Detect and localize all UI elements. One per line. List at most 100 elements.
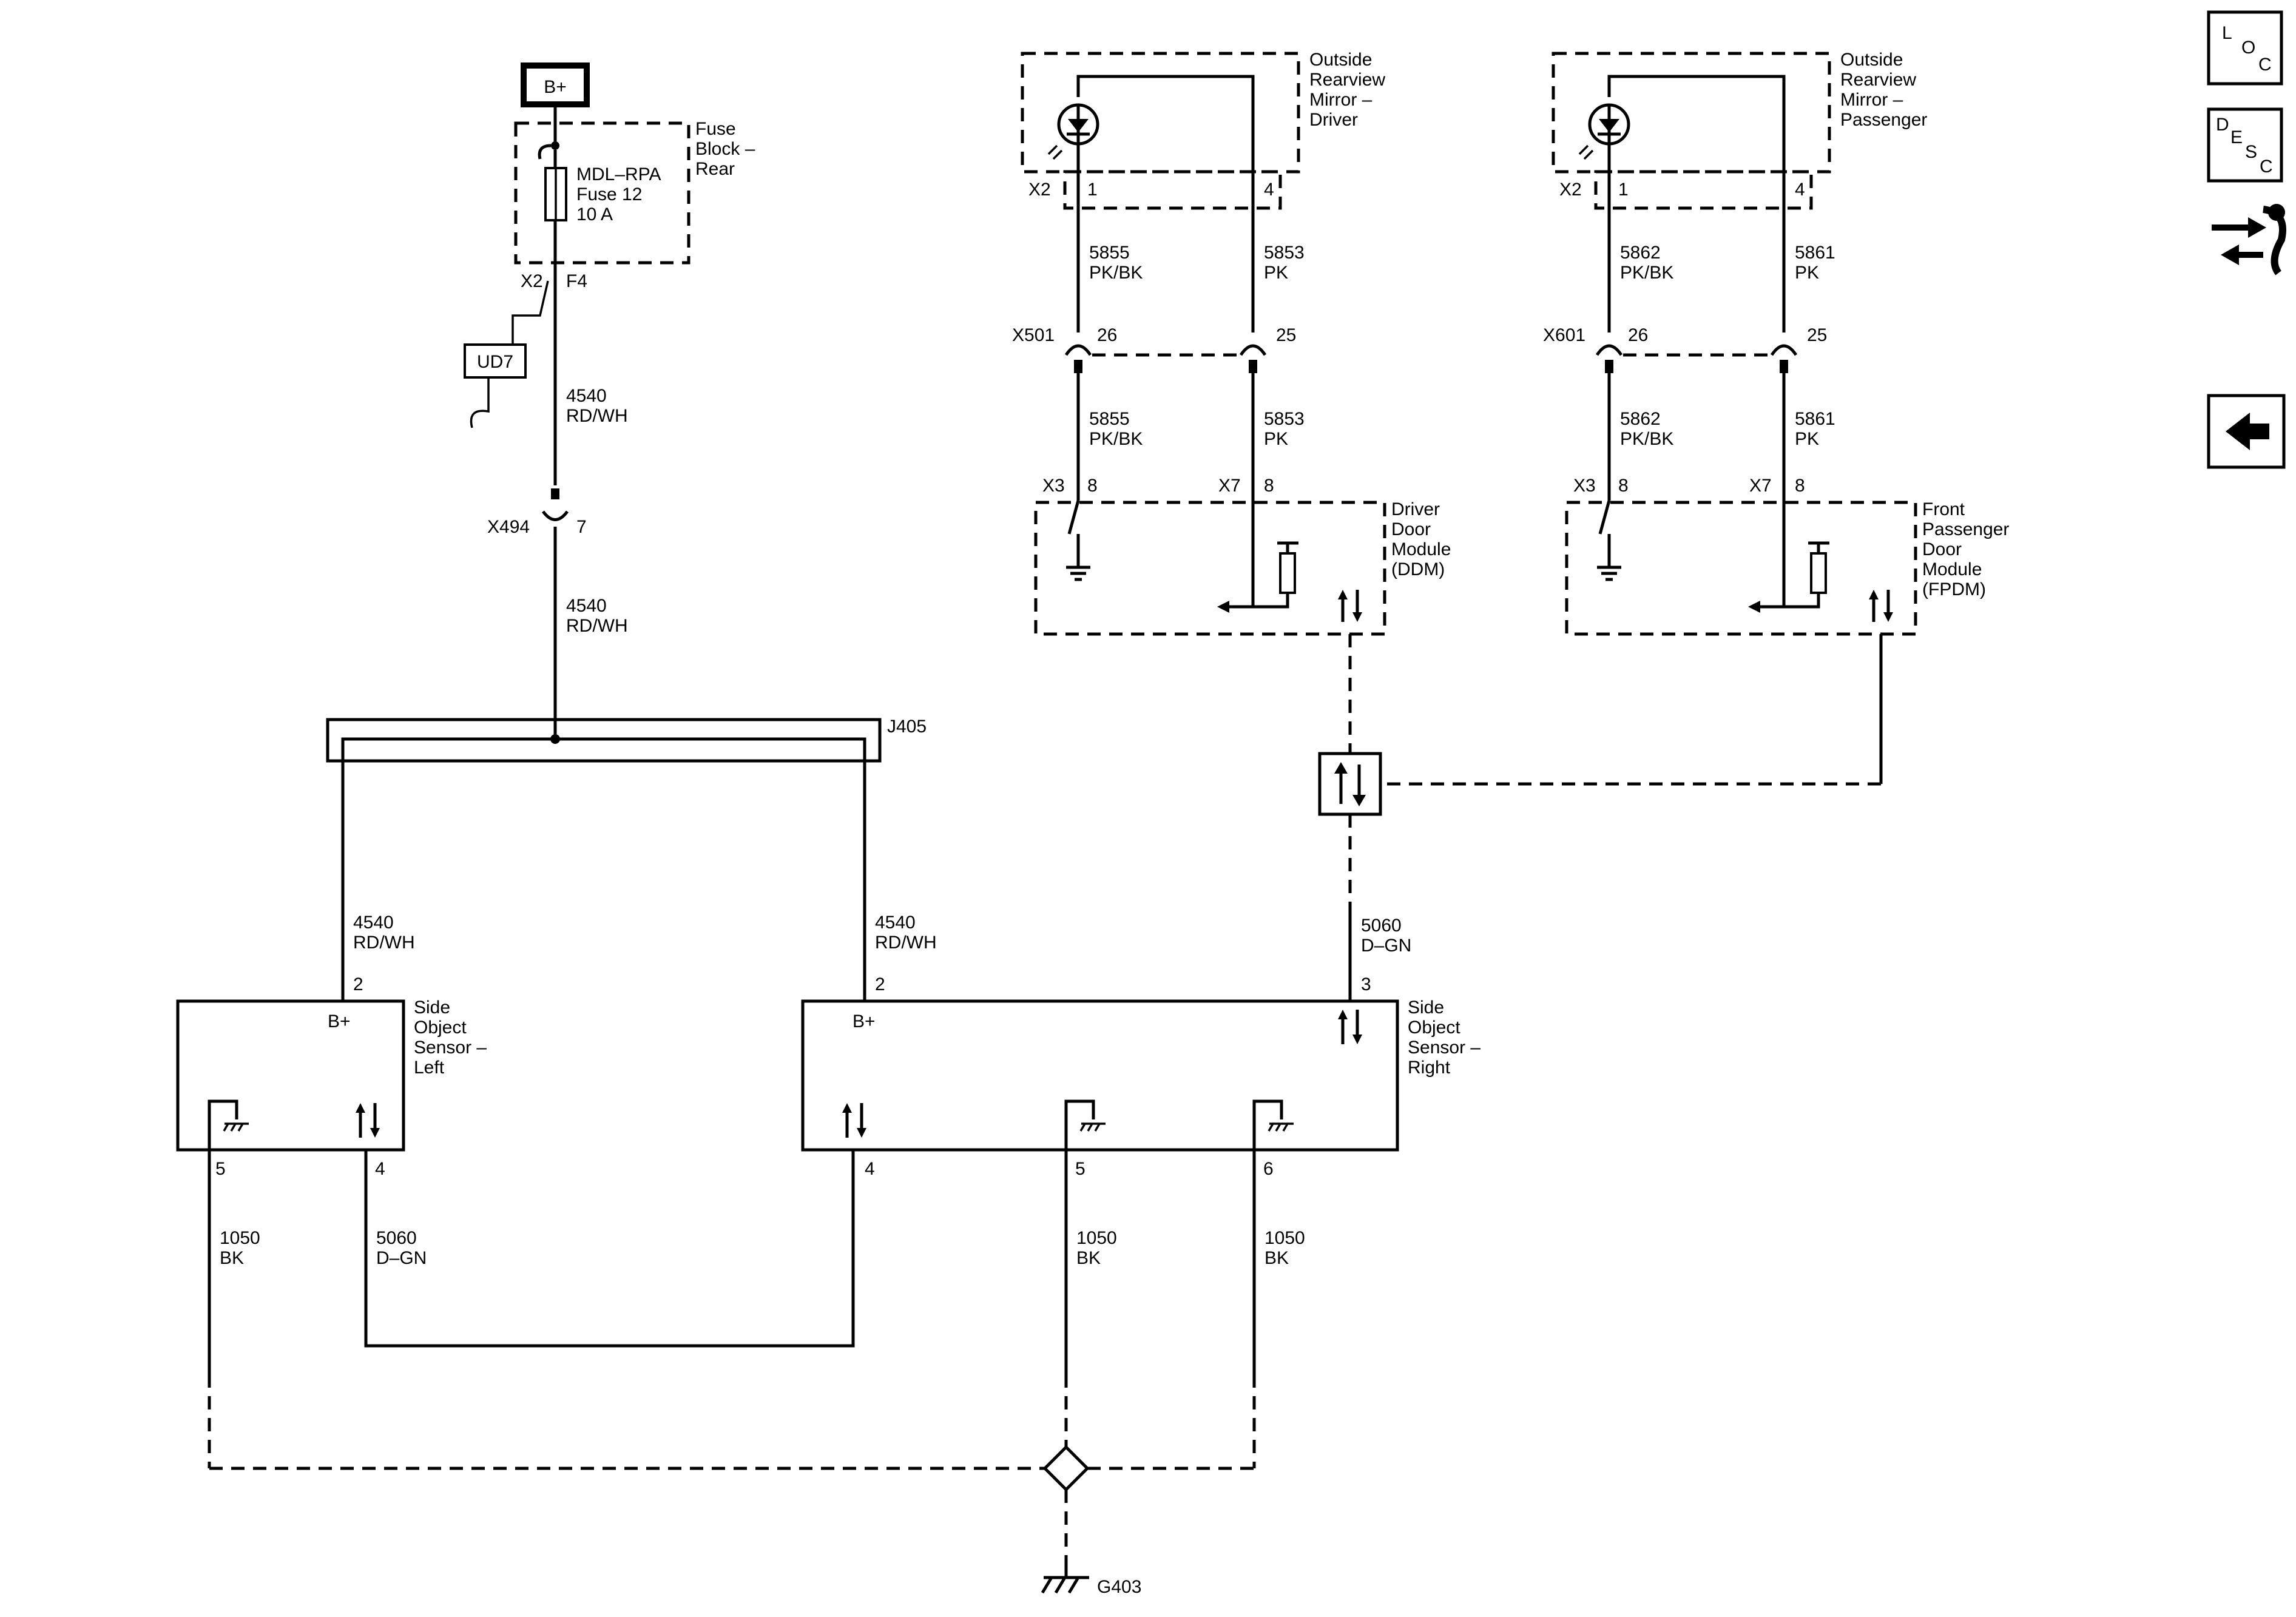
right-sensor-bplus-label: B+: [853, 1011, 876, 1031]
mirror-passenger-name-1: Outside: [1840, 50, 1903, 70]
fuse-terminal-f4: F4: [566, 271, 587, 291]
ddm-name-2: Door: [1391, 519, 1431, 539]
wire-5862-circuit-lower: 5862: [1620, 409, 1661, 429]
mirror-driver-name-3: Mirror –: [1309, 90, 1373, 110]
wire-1050-right-color: BK: [1264, 1248, 1289, 1268]
bidirectional-data-icon: [1338, 1010, 1362, 1044]
desc-letter-d: D: [2216, 115, 2229, 135]
wire-4540-right-color: RD/WH: [875, 933, 937, 953]
wire-5861-circuit-lower: 5861: [1795, 409, 1835, 429]
x501-pin-25: 25: [1276, 325, 1296, 345]
fpdm-pin-x3-8: 8: [1618, 476, 1629, 496]
wire-4540-circuit-upper: 4540: [566, 386, 607, 406]
location-view-button[interactable]: L O C: [2207, 10, 2283, 86]
wire-4540-left-color: RD/WH: [353, 933, 415, 953]
wire-5853-circuit-upper: 5853: [1264, 243, 1305, 263]
outside-mirror-driver: [1021, 52, 1300, 210]
fpdm-name-5: (FPDM): [1922, 579, 1986, 599]
ground-icon: [1597, 565, 1621, 581]
fuse-block-name-2: Block –: [695, 139, 755, 159]
ground-splice-diamond: [1042, 1445, 1090, 1492]
connector-x501: [1064, 344, 1267, 373]
fpdm-name-4: Module: [1922, 559, 1982, 579]
fuse-input-node: [551, 141, 559, 150]
right-sensor-name-2: Object: [1408, 1018, 1460, 1038]
wire-4540-color-lower: RD/WH: [566, 616, 628, 636]
outside-mirror-passenger: [1551, 52, 1831, 210]
mirror-passenger-name-3: Mirror –: [1840, 90, 1903, 110]
x494-socket: [541, 510, 569, 521]
right-sensor-pin-5: 5: [1075, 1159, 1086, 1179]
x501-pin-26: 26: [1097, 325, 1117, 345]
connector-x601: [1595, 344, 1798, 373]
wire-1050-left-circuit: 1050: [220, 1228, 260, 1248]
wire-4540-left-circuit: 4540: [353, 913, 394, 933]
wire-5855-color-upper: PK/BK: [1089, 263, 1143, 283]
x601-pin-26: 26: [1628, 325, 1648, 345]
wire-5862-color-upper: PK/BK: [1620, 263, 1673, 283]
wire-5861-color-lower: PK: [1795, 429, 1819, 449]
wire-5862-color-lower: PK/BK: [1620, 429, 1673, 449]
right-sensor-pin-6: 6: [1263, 1159, 1274, 1179]
wire-5855-circuit-upper: 5855: [1089, 243, 1130, 263]
chassis-ground-icon: [1079, 1122, 1106, 1132]
wire-5060-link-circuit: 5060: [376, 1228, 417, 1248]
loc-letter-l: L: [2222, 23, 2232, 43]
ddm-connector-x3: X3: [1042, 476, 1065, 496]
fuse-bus-stub: [538, 144, 552, 160]
wire-5060-right-color: D–GN: [1361, 936, 1411, 956]
wire-5862-circuit-upper: 5862: [1620, 243, 1661, 263]
fpdm-pin-x7-8: 8: [1795, 476, 1805, 496]
bidirectional-data-icon: [1869, 590, 1893, 622]
pullup-resistor-icon: [1748, 541, 1829, 613]
left-sensor-pin-2: 2: [353, 974, 363, 994]
wire-4540-circuit-lower: 4540: [566, 596, 607, 616]
ddm-name-4: (DDM): [1391, 559, 1445, 579]
loc-letter-c: C: [2258, 55, 2272, 75]
mirror-passenger-name-2: Rearview: [1840, 70, 1916, 90]
wire-5861-circuit-upper: 5861: [1795, 243, 1835, 263]
x601-pin-25: 25: [1807, 325, 1827, 345]
front-passenger-door-module: [1565, 500, 1917, 636]
back-arrow-icon[interactable]: [2207, 394, 2286, 469]
ud7-continuation: [470, 377, 490, 428]
right-sensor-ground-lead-b: [1252, 1099, 1283, 1150]
chassis-ground-icon: [223, 1122, 249, 1132]
wire-1050-right-circuit: 1050: [1264, 1228, 1305, 1248]
fuse-block-name-1: Fuse: [695, 119, 736, 139]
left-sensor-bplus-label: B+: [328, 1011, 351, 1031]
j405-splice-pack: J405: [326, 717, 927, 774]
mirror-driver-connector: X2: [1028, 180, 1051, 200]
fpdm-name-1: Front: [1922, 499, 1965, 519]
ddm-connector-x7: X7: [1218, 476, 1241, 496]
wire-1050-mid-color: BK: [1076, 1248, 1101, 1268]
fpdm-name-2: Passenger: [1922, 519, 2009, 539]
desc-letter-e: E: [2230, 127, 2243, 147]
ddm-name-3: Module: [1391, 539, 1451, 559]
bidirectional-data-icon: [842, 1103, 866, 1138]
chassis-ground-icon: [1041, 1576, 1089, 1594]
mirror-driver-pin-4: 4: [1264, 180, 1274, 200]
mirror-passenger-pin-1: 1: [1618, 180, 1629, 200]
side-object-sensor-right: B+: [801, 999, 1399, 1152]
ground-g403-label: G403: [1097, 1577, 1141, 1597]
left-sensor-name-1: Side: [414, 998, 450, 1018]
mirror-passenger-name-4: Passenger: [1840, 110, 1927, 130]
fuse-number: Fuse 12: [576, 184, 642, 204]
x494-pin-label: 7: [576, 517, 587, 537]
wire-4540-right-circuit: 4540: [875, 913, 916, 933]
diagnostic-tools-icon[interactable]: [2212, 204, 2286, 275]
loc-letter-o: O: [2241, 38, 2255, 58]
mirror-driver-name-4: Driver: [1309, 110, 1358, 130]
wire-5855-circuit-lower: 5855: [1089, 409, 1130, 429]
wire-5853-color-upper: PK: [1264, 263, 1288, 283]
wire-5060-right-circuit: 5060: [1361, 916, 1402, 936]
fuse-rating: 10 A: [576, 204, 613, 224]
x501-connector-label: X501: [1012, 325, 1055, 345]
ddm-pin-x3-8: 8: [1087, 476, 1098, 496]
mirror-driver-name-2: Rearview: [1309, 70, 1385, 90]
right-sensor-name-4: Right: [1408, 1058, 1451, 1078]
description-view-button[interactable]: D E S C: [2207, 107, 2283, 183]
right-sensor-pin-3: 3: [1361, 974, 1371, 994]
